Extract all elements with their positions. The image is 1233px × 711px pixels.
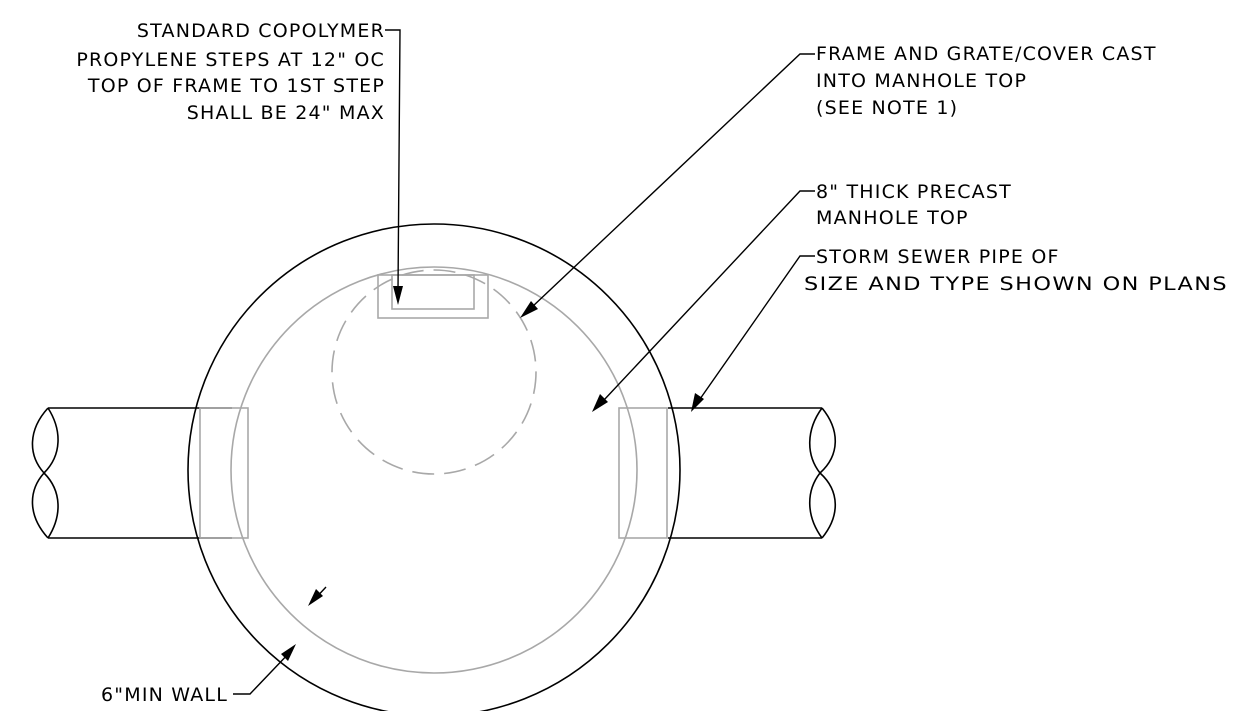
frame-grate-opening: [331, 269, 537, 475]
right-pipe: [668, 407, 836, 539]
label-frame: FRAME AND GRATE/COVER CAST INTO MANHOLE …: [816, 43, 1157, 119]
manhole-outer-wall: [187, 223, 681, 711]
manhole-step: [377, 274, 489, 319]
label-steps: STANDARD COPOLYMER PROPYLENE STEPS AT 12…: [76, 20, 385, 124]
label-steps-line-1: STANDARD COPOLYMER: [137, 20, 385, 42]
label-steps-line-2: PROPYLENE STEPS AT 12" OC: [76, 49, 385, 71]
left-pipe: [31, 407, 232, 539]
leader-pipe: [691, 255, 815, 412]
label-steps-line-4: SHALL BE 24" MAX: [187, 102, 385, 124]
label-top-line-2: MANHOLE TOP: [816, 207, 969, 229]
label-frame-line-3: (SEE NOTE 1): [816, 97, 958, 119]
leader-frame: [520, 53, 815, 318]
label-wall: 6"MIN WALL: [101, 684, 228, 706]
leader-top: [592, 190, 815, 412]
leader-steps: [385, 29, 403, 305]
label-top: 8" THICK PRECAST MANHOLE TOP: [816, 181, 1012, 229]
left-pipe-penetration: [199, 407, 249, 539]
label-steps-line-3: TOP OF FRAME TO 1ST STEP: [87, 75, 385, 97]
right-pipe-penetration: [618, 407, 668, 539]
label-top-line-1: 8" THICK PRECAST: [816, 181, 1012, 203]
label-frame-line-2: INTO MANHOLE TOP: [816, 70, 1027, 92]
label-frame-line-1: FRAME AND GRATE/COVER CAST: [816, 43, 1157, 65]
manhole-inner-wall: [230, 266, 638, 674]
label-pipe: STORM SEWER PIPE OF SIZE AND TYPE SHOWN …: [804, 246, 1228, 295]
label-pipe-line-1: STORM SEWER PIPE OF: [816, 246, 1060, 268]
leader-wall: [233, 586, 327, 695]
label-pipe-line-2: SIZE AND TYPE SHOWN ON PLANS: [804, 273, 1228, 295]
